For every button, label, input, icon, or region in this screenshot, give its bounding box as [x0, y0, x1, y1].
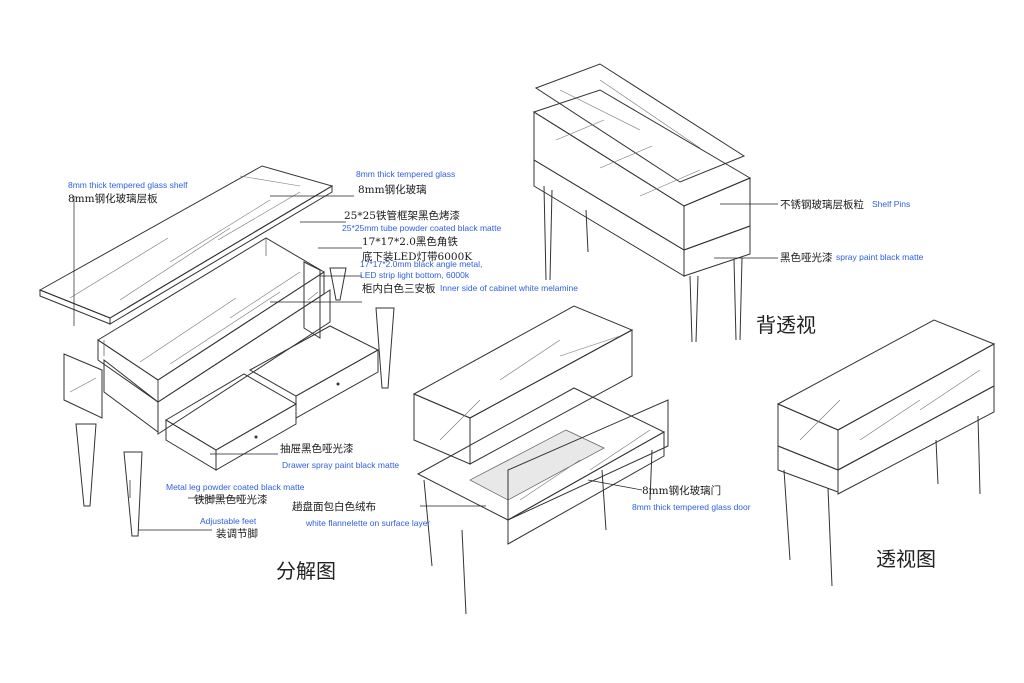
paint-cn-label: 黑色哑光漆	[780, 251, 833, 264]
tube-en-label: 25*25mm tube powder coated black matte	[342, 223, 502, 233]
side-glass-panels	[63, 261, 321, 419]
led-en-label: LED strip light bottom, 6000k	[360, 270, 470, 280]
glass-shelf-cn-label: 8mm钢化玻璃层板	[68, 192, 158, 205]
drawer-cn-label: 抽屉黑色哑光漆	[280, 442, 354, 455]
glass-shelf-en-label: 8mm thick tempered glass shelf	[68, 180, 188, 190]
perspective-view-title: 透视图	[876, 547, 936, 571]
pins-en-label: Shelf Pins	[872, 199, 910, 209]
drawer-right	[248, 325, 380, 419]
leader-lines	[73, 195, 778, 531]
perspective-view	[776, 319, 996, 587]
flannel-cn-label: 趟盘面包白色绒布	[292, 500, 376, 513]
drawer-left	[165, 373, 298, 471]
back-view	[532, 63, 752, 343]
feet-cn-label: 装调节脚	[216, 527, 258, 540]
angle-cn-label: 17*17*2.0黑色角铁	[362, 235, 458, 248]
exploded-view	[38, 165, 395, 537]
leg-cn-label: 铁脚黑色哑光漆	[194, 493, 268, 506]
glass-shelf-plate	[38, 165, 334, 325]
glass-top-en-label: 8mm thick tempered glass	[356, 169, 455, 179]
flannel-en-label: white flannelette on surface layer	[305, 518, 430, 528]
door-cn-label: 8mm钢化玻璃门	[642, 484, 721, 497]
inner-cn-label: 柜内白色三安板	[362, 282, 436, 295]
open-view	[412, 305, 669, 615]
pins-cn-label: 不锈钢玻璃层板粒	[780, 198, 864, 211]
drawer-en-label: Drawer spray paint black matte	[282, 460, 399, 470]
labels: 8mm thick tempered glass shelf 8mm钢化玻璃层板…	[68, 169, 936, 583]
back-view-title: 背透视	[756, 313, 816, 337]
paint-en-label: spray paint black matte	[836, 252, 924, 262]
glass-top-cn-label: 8mm钢化玻璃	[358, 183, 427, 196]
door-en-label: 8mm thick tempered glass door	[632, 502, 751, 512]
exploded-legs	[75, 267, 395, 537]
led-cn-label: 底下装LED灯带6000K	[362, 250, 472, 263]
exploded-view-title: 分解图	[276, 559, 336, 583]
inner-en-label: Inner side of cabinet white melamine	[440, 283, 578, 293]
feet-en-label: Adjustable feet	[200, 516, 257, 526]
angle-en-label: 17*17*2.0mm black angle metal,	[360, 259, 482, 269]
leg-en-label: Metal leg powder coated black matte	[166, 482, 305, 492]
tube-cn-label: 25*25铁管框架黑色烤漆	[344, 209, 460, 222]
cabinet-frame	[97, 237, 331, 435]
